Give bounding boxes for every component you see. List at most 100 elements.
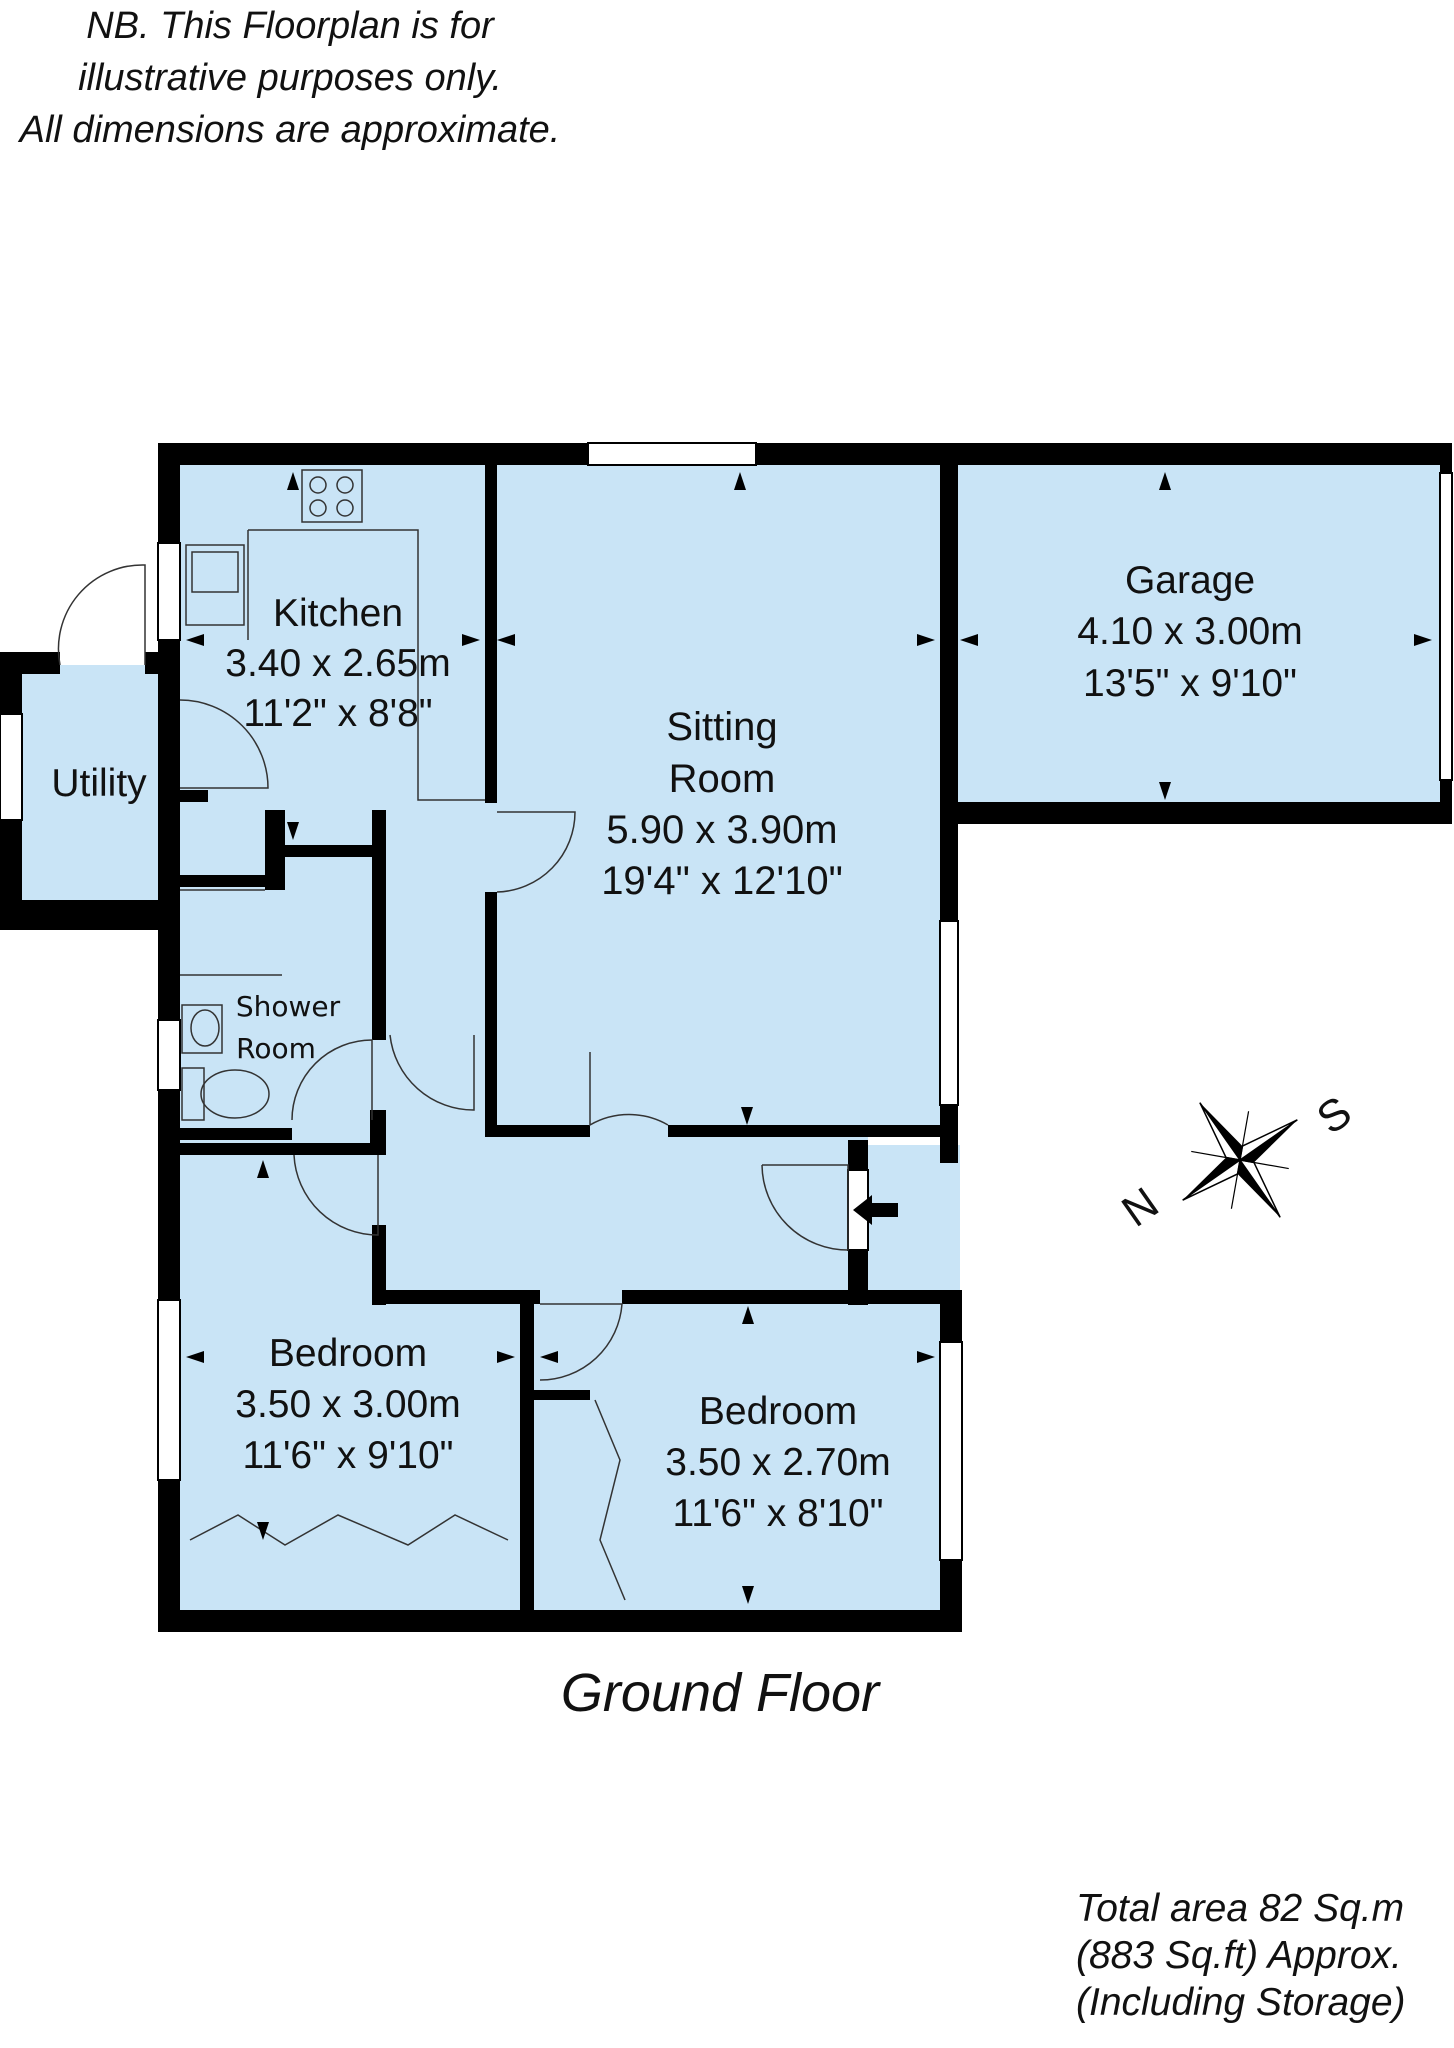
kitchen-fittings: [185, 469, 485, 801]
wall-right-bed-low: [940, 1560, 962, 1632]
sink: [185, 544, 245, 626]
bedroom1-imperial: 11'6" x 9'10": [243, 1434, 454, 1477]
bedroom1-name: Bedroom: [269, 1332, 427, 1375]
window-sitting-right: [939, 920, 959, 1106]
wall-sitting-bottom-a: [485, 1125, 590, 1137]
sitting-metric: 5.90 x 3.90m: [606, 808, 837, 852]
disclaimer-line-3: All dimensions are approximate.: [19, 109, 561, 151]
door-sitting: [496, 811, 576, 893]
room-labels: Kitchen 3.40 x 2.65m 11'2" x 8'8" Sittin…: [51, 559, 1302, 1535]
compass-south-label: S: [1308, 1087, 1360, 1144]
compass-minor-point: [1191, 1150, 1241, 1161]
sitting-imperial: 19'4" x 12'10": [601, 859, 843, 903]
wall-shower-right: [372, 810, 386, 1040]
hob-ring: [309, 476, 327, 494]
utility-name: Utility: [51, 762, 147, 805]
wall-utility-bottom: [0, 900, 180, 930]
arrow: [742, 1586, 754, 1604]
wall-entrance-b: [848, 1250, 868, 1305]
wall-wardrobe-top: [534, 1390, 590, 1400]
total-area-line-3: (Including Storage): [1076, 1981, 1406, 2024]
wall-kitchen-sitting: [485, 465, 497, 803]
wall-utility-top-b: [145, 652, 180, 674]
wall-bed-divider-low: [520, 1390, 534, 1622]
arrow: [741, 1107, 753, 1125]
wall-left-lower: [158, 1090, 180, 1300]
door-hall-sitting: [389, 1034, 475, 1111]
wall-garage-right-low: [1440, 780, 1452, 824]
bedroom1-metric: 3.50 x 3.00m: [235, 1383, 460, 1426]
total-area: Total area 82 Sq.m (883 Sq.ft) Approx. (…: [1076, 1885, 1406, 2026]
window-bed2-right: [939, 1341, 963, 1561]
wall-top-left: [158, 443, 588, 465]
door-sitting-bottom: [589, 1052, 669, 1127]
wall-left-bed: [158, 1480, 180, 1630]
arrow: [497, 634, 515, 646]
kitchen-metric: 3.40 x 2.65m: [225, 642, 450, 685]
wall-bed-top-c: [622, 1290, 962, 1304]
door-front: [761, 1164, 849, 1251]
arrow: [960, 634, 978, 646]
wall-left-kitchen: [158, 443, 180, 543]
bedroom2-metric: 3.50 x 2.70m: [665, 1441, 890, 1484]
wall-bed-hall-left: [372, 1225, 386, 1305]
wall-sitting-bottom-b: [668, 1125, 953, 1137]
utility-floor: [15, 665, 160, 900]
windows: [0, 442, 1453, 1561]
arrow: [742, 1306, 754, 1324]
garage-name: Garage: [1125, 559, 1255, 602]
wall-cupboard-bottom: [180, 875, 285, 887]
arrow: [186, 1351, 204, 1363]
door-utility-external: [57, 564, 146, 666]
door-bedroom1: [293, 1154, 379, 1236]
arrow: [1159, 472, 1171, 490]
sitting-name-2: Room: [669, 757, 776, 801]
compass-minor-point: [1230, 1159, 1241, 1209]
shower-fittings: [180, 889, 282, 1121]
sink-bowl: [191, 551, 239, 593]
wall-shower-bottom-a: [180, 1128, 292, 1140]
disclaimer-line-2: illustrative purposes only.: [78, 57, 502, 99]
kitchen-imperial: 11'2" x 8'8": [243, 692, 432, 735]
arrow: [917, 634, 935, 646]
worktop-edge: [248, 529, 485, 801]
garage-imperial: 13'5" x 9'10": [1083, 662, 1297, 705]
door-kitchen-utility: [179, 699, 269, 789]
window-sitting-top: [587, 442, 757, 466]
arrow: [734, 472, 746, 490]
arrow: [917, 1351, 935, 1363]
hob-ring: [336, 499, 354, 517]
compass-north-label: N: [1113, 1178, 1167, 1236]
basin: [190, 1009, 220, 1047]
compass-minor-point: [1239, 1111, 1250, 1161]
wall-bed-top-b: [372, 1290, 540, 1304]
wardrobe-doors-bed1: [189, 1514, 509, 1546]
basin-unit: [181, 1004, 223, 1054]
wall-sitting-hall: [485, 892, 497, 1137]
window-shower-left: [157, 1019, 181, 1091]
dimension-arrows: [186, 472, 1432, 1604]
entrance-arrow-icon: [853, 1195, 898, 1225]
walls: [0, 443, 1452, 1632]
disclaimer-line-1: NB. This Floorplan is for: [86, 5, 494, 47]
hob: [301, 469, 363, 523]
wall-entrance-a: [848, 1140, 868, 1170]
arrow: [287, 822, 299, 840]
arrow: [257, 1522, 269, 1540]
wall-garage-right: [1440, 443, 1452, 473]
wall-bottom: [158, 1610, 962, 1632]
compass-minor-point: [1239, 1159, 1289, 1170]
wall-sitting-right: [940, 443, 958, 921]
wall-garage-bottom: [948, 802, 1449, 824]
arrow: [497, 1351, 515, 1363]
hob-ring: [309, 499, 327, 517]
sitting-name-1: Sitting: [666, 705, 777, 749]
shower-name-2: Room: [236, 1032, 316, 1065]
window-garage-right: [1439, 472, 1453, 781]
door-swings: [57, 564, 849, 1601]
wall-utility-left: [0, 652, 22, 714]
door-shower: [291, 1039, 373, 1121]
wall-top-mid: [756, 443, 1449, 465]
arrow: [257, 1160, 269, 1178]
